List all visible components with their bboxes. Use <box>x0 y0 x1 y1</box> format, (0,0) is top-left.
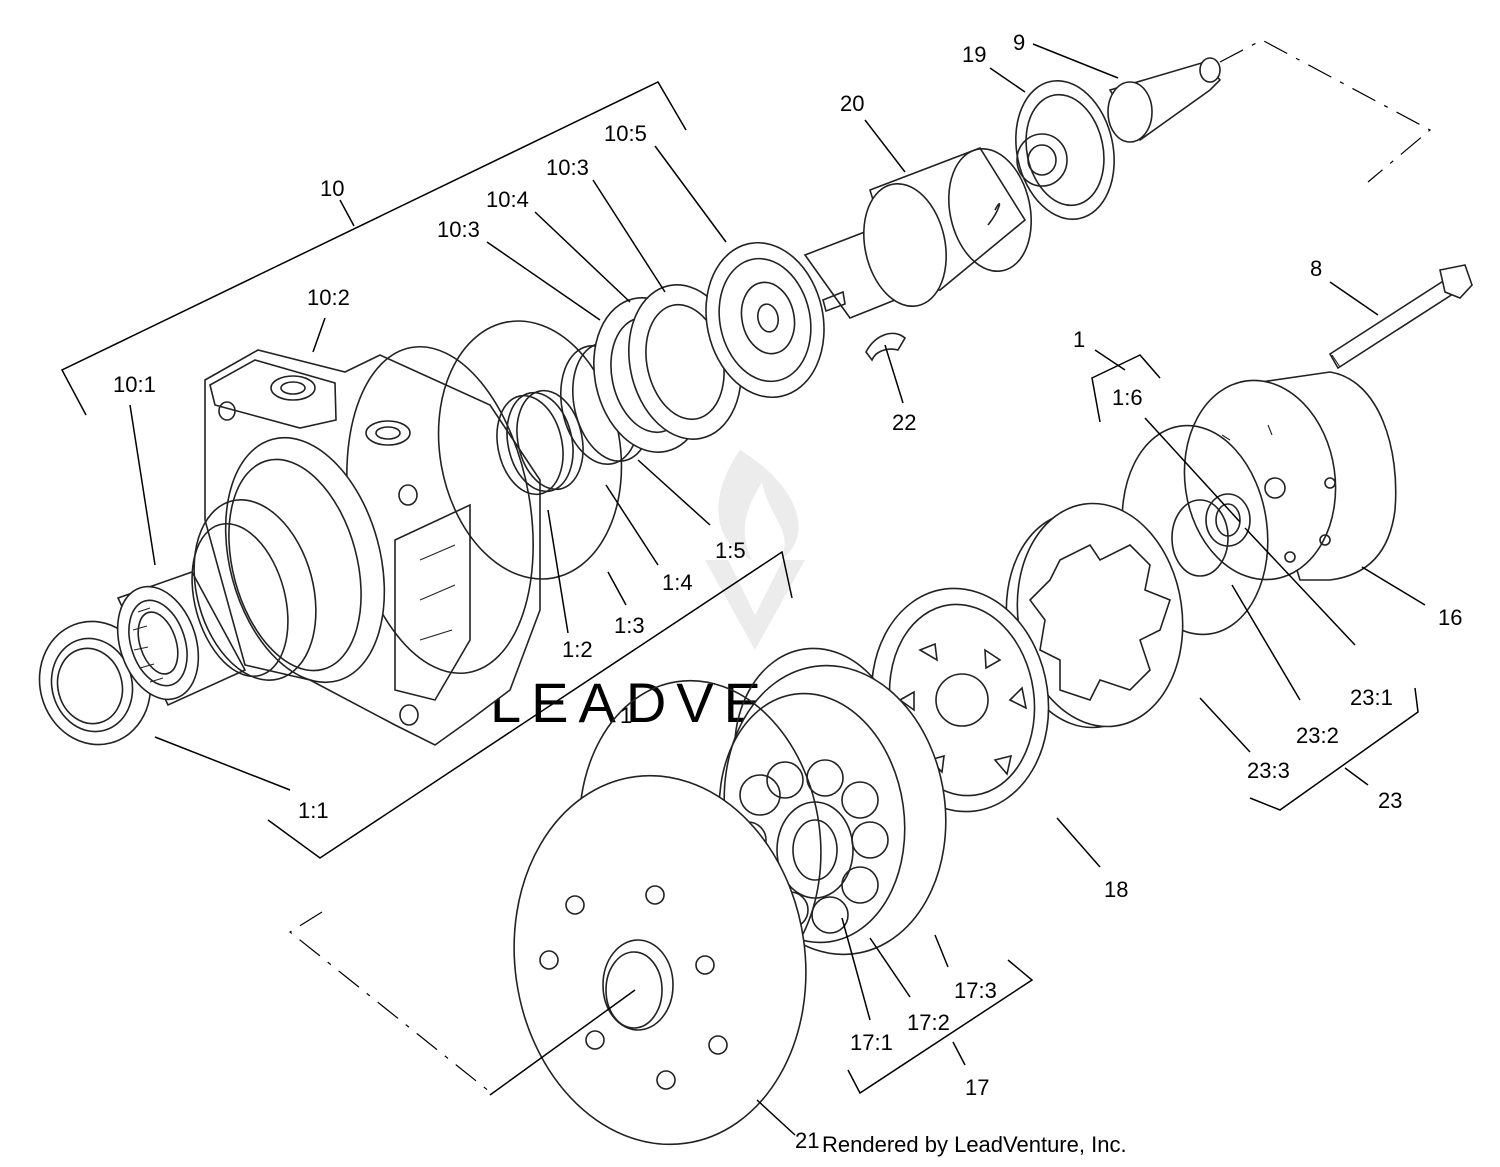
callout-label: 10:5 <box>604 121 647 146</box>
callout-label: 1:3 <box>614 613 645 638</box>
callout-label: 17:1 <box>850 1030 893 1055</box>
callout-label: 20 <box>840 91 864 116</box>
render-credit: Rendered by LeadVenture, Inc. <box>822 1132 1127 1157</box>
bracket-23 <box>1249 687 1419 811</box>
drive-link-part <box>1107 57 1222 143</box>
callout-label: 23:3 <box>1247 758 1290 783</box>
callout-label: 16 <box>1438 605 1462 630</box>
callout-label: 10:2 <box>307 285 350 310</box>
callout-label: 17 <box>965 1075 989 1100</box>
callout-label: 10 <box>320 176 344 201</box>
bracket-10 <box>60 81 687 416</box>
callout-label: 10:3 <box>546 155 589 180</box>
o-ring-large-part <box>437 320 623 580</box>
bearing-part <box>116 571 247 707</box>
callout-label: 21 <box>795 1128 819 1153</box>
drive-gear-part <box>1015 80 1115 220</box>
bracket-17 <box>847 959 1034 1095</box>
callout-label: 18 <box>1104 877 1128 902</box>
callout-label: 10:4 <box>486 187 529 212</box>
callout-label: 10:3 <box>437 217 480 242</box>
bracket-1 <box>267 550 793 859</box>
callout-label: 1:5 <box>715 538 746 563</box>
end-plate-part <box>513 679 822 1146</box>
end-cap-part <box>1183 371 1397 581</box>
brackets <box>60 81 1419 1095</box>
callout-label: 1:2 <box>562 637 593 662</box>
callout-label: 23:2 <box>1296 723 1339 748</box>
output-shaft-part <box>803 147 1032 319</box>
callout-label: 23:1 <box>1350 685 1393 710</box>
callouts: 10 10:1 10:2 10:3 10:4 10:3 10:5 20 19 9… <box>113 30 1462 1157</box>
manifold-part <box>1005 502 1184 729</box>
callout-label: 1:4 <box>662 570 693 595</box>
callout-label: 9 <box>1013 30 1025 55</box>
callout-label: 1:6 <box>1112 385 1143 410</box>
callout-label: 19 <box>962 42 986 67</box>
callout-label: 1 <box>620 703 632 728</box>
callout-label: 23 <box>1378 788 1402 813</box>
callout-label: 17:2 <box>907 1010 950 1035</box>
leaders <box>129 43 1426 1136</box>
callout-label: 17:3 <box>954 978 997 1003</box>
bracket-1-right <box>1091 354 1161 423</box>
parts <box>38 39 1473 1146</box>
centerline-top <box>1219 39 1432 183</box>
callout-label: 10:1 <box>113 372 156 397</box>
callout-label: 22 <box>892 410 916 435</box>
callout-label: 8 <box>1310 256 1322 281</box>
housing-part <box>191 345 541 746</box>
centerline-bottom <box>288 911 491 1093</box>
callout-label: 1 <box>1073 327 1085 352</box>
watermark-logo-icon <box>705 450 805 650</box>
needle-bearing-part <box>705 241 825 399</box>
callout-label: 1:1 <box>298 798 329 823</box>
bolt-part <box>1328 264 1473 370</box>
